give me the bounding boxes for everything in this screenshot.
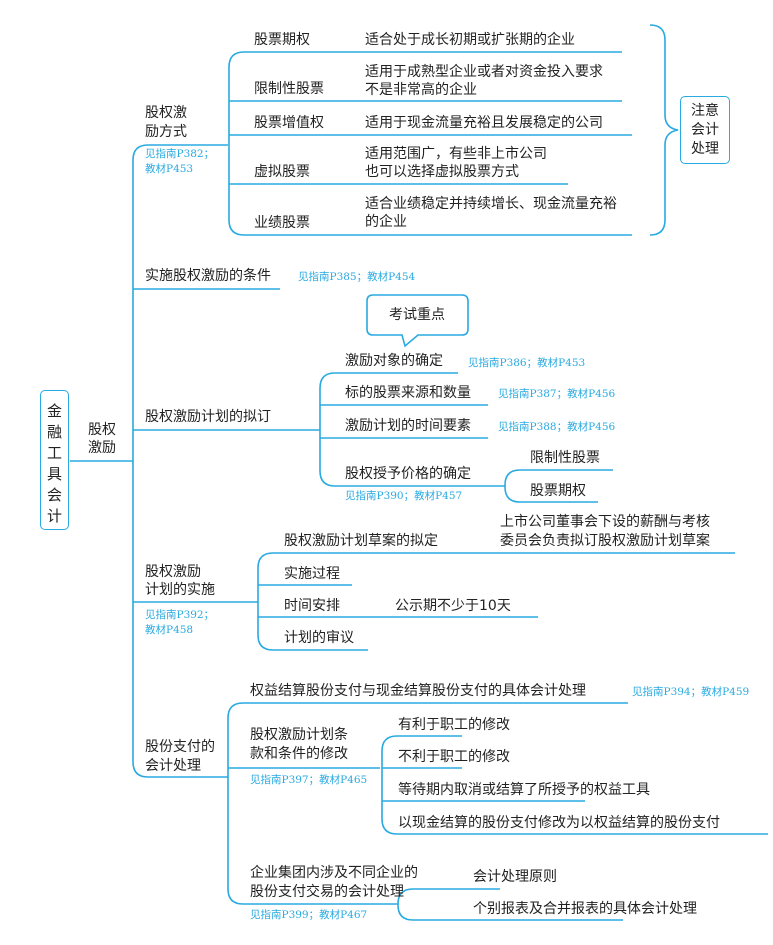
group-child: 个别报表及合并报表的具体会计处理: [473, 901, 697, 917]
mode-name: 限制性股票: [254, 81, 324, 97]
callout-bubble: [366, 294, 469, 348]
implement-desc: 上市公司董事会下设的薪酬与考核: [500, 514, 710, 530]
modify-child: 不利于职工的修改: [398, 749, 510, 765]
modes-ref: 见指南P382；: [145, 148, 215, 160]
modify-branch: [381, 735, 768, 835]
mode-desc: 适用范围广，有些非上市公司: [365, 146, 547, 162]
group-child: 会计处理原则: [473, 869, 557, 885]
payment-ref: 见指南P397；教材P465: [250, 774, 368, 786]
price-branch: [504, 469, 613, 503]
payment-item: 企业集团内涉及不同企业的: [250, 865, 418, 881]
mode-desc: 适用于成熟型企业或者对资金投入要求: [365, 64, 603, 80]
brace: [649, 24, 679, 236]
implement-item: 时间安排: [284, 598, 340, 614]
conditions-label: 实施股权激励的条件: [145, 268, 271, 284]
implement-ref: 见指南P392；: [145, 609, 215, 621]
modify-child: 等待期内取消或结算了所授予的权益工具: [398, 782, 650, 798]
mode-desc: 适用于现金流量充裕且发展稳定的公司: [365, 115, 603, 131]
root-label: 金融工具会计: [46, 402, 62, 525]
modify-child: 有利于职工的修改: [398, 717, 510, 733]
plan-item: 股权授予价格的确定: [345, 466, 471, 482]
plan-item: 激励计划的时间要素: [345, 418, 471, 434]
implement-desc: 公示期不少于10天: [395, 598, 511, 614]
payment-ref: 见指南P394；教材P459: [632, 686, 750, 698]
group-branch: [397, 888, 623, 921]
price-child: 股票期权: [530, 483, 586, 499]
modes-ref-2: 教材P453: [145, 163, 194, 175]
payment-item-2: 款和条件的修改: [250, 746, 348, 762]
implement-ref-2: 教材P458: [145, 624, 194, 636]
payment-item: 股权激励计划条: [250, 727, 348, 743]
payment-item-2: 股份支付交易的会计处理: [250, 884, 404, 900]
plan-branch: [319, 372, 505, 487]
main-node: 股权激励: [88, 422, 116, 456]
root-node: 金融工具会计: [40, 390, 69, 530]
mode-desc: 适合业绩稳定并持续增长、现金流量充裕: [365, 196, 617, 212]
mode-desc: 不是非常高的企业: [365, 82, 477, 98]
mode-desc: 的企业: [365, 214, 407, 230]
mode-name: 业绩股票: [254, 215, 310, 231]
conditions-ref: 见指南P385；教材P454: [298, 271, 416, 283]
note-box: 注意会计处理: [680, 96, 730, 164]
plan-item: 激励对象的确定: [345, 353, 443, 369]
callout-label: 考试重点: [389, 307, 445, 323]
implement-item: 计划的审议: [284, 630, 354, 646]
implement-item: 实施过程: [284, 566, 340, 582]
payment-label: 股份支付的: [145, 739, 215, 755]
mode-desc: 也可以选择虚拟股票方式: [365, 164, 519, 180]
trunk: [132, 144, 149, 778]
implement-desc: 委员会负责拟订股权激励计划草案: [500, 533, 710, 549]
plan-item: 标的股票来源和数量: [345, 385, 471, 401]
plan-ref: 见指南P387；教材P456: [498, 388, 616, 400]
mode-name: 股票期权: [254, 32, 310, 48]
modify-child: 以现金结算的股份支付修改为以权益结算的股份支付: [398, 815, 720, 831]
payment-ref: 见指南P399；教材P467: [250, 909, 368, 921]
implement-label: 股权激励: [145, 564, 201, 580]
plan-ref: 见指南P390；教材P457: [345, 490, 463, 502]
payment-item: 权益结算股份支付与现金结算股份支付的具体会计处理: [250, 683, 586, 699]
payment-label-2: 会计处理: [145, 758, 201, 774]
modes-branch: [228, 51, 632, 236]
implement-branch: [257, 552, 735, 651]
plan-ref: 见指南P386；教材P453: [468, 357, 586, 369]
mode-name: 股票增值权: [254, 115, 324, 131]
implement-item: 股权激励计划草案的拟定: [284, 533, 438, 549]
implement-label-2: 计划的实施: [145, 582, 215, 598]
payment-branch: [227, 702, 628, 905]
price-child: 限制性股票: [530, 450, 600, 466]
plan-label: 股权激励计划的拟订: [145, 409, 271, 425]
mode-desc: 适合处于成长初期或扩张期的企业: [365, 32, 575, 48]
note-label: 注意会计处理: [691, 103, 719, 157]
modes-label-2: 励方式: [145, 124, 187, 140]
modes-label: 股权激: [145, 105, 187, 121]
plan-ref: 见指南P388；教材P456: [498, 421, 616, 433]
mode-name: 虚拟股票: [254, 164, 310, 180]
